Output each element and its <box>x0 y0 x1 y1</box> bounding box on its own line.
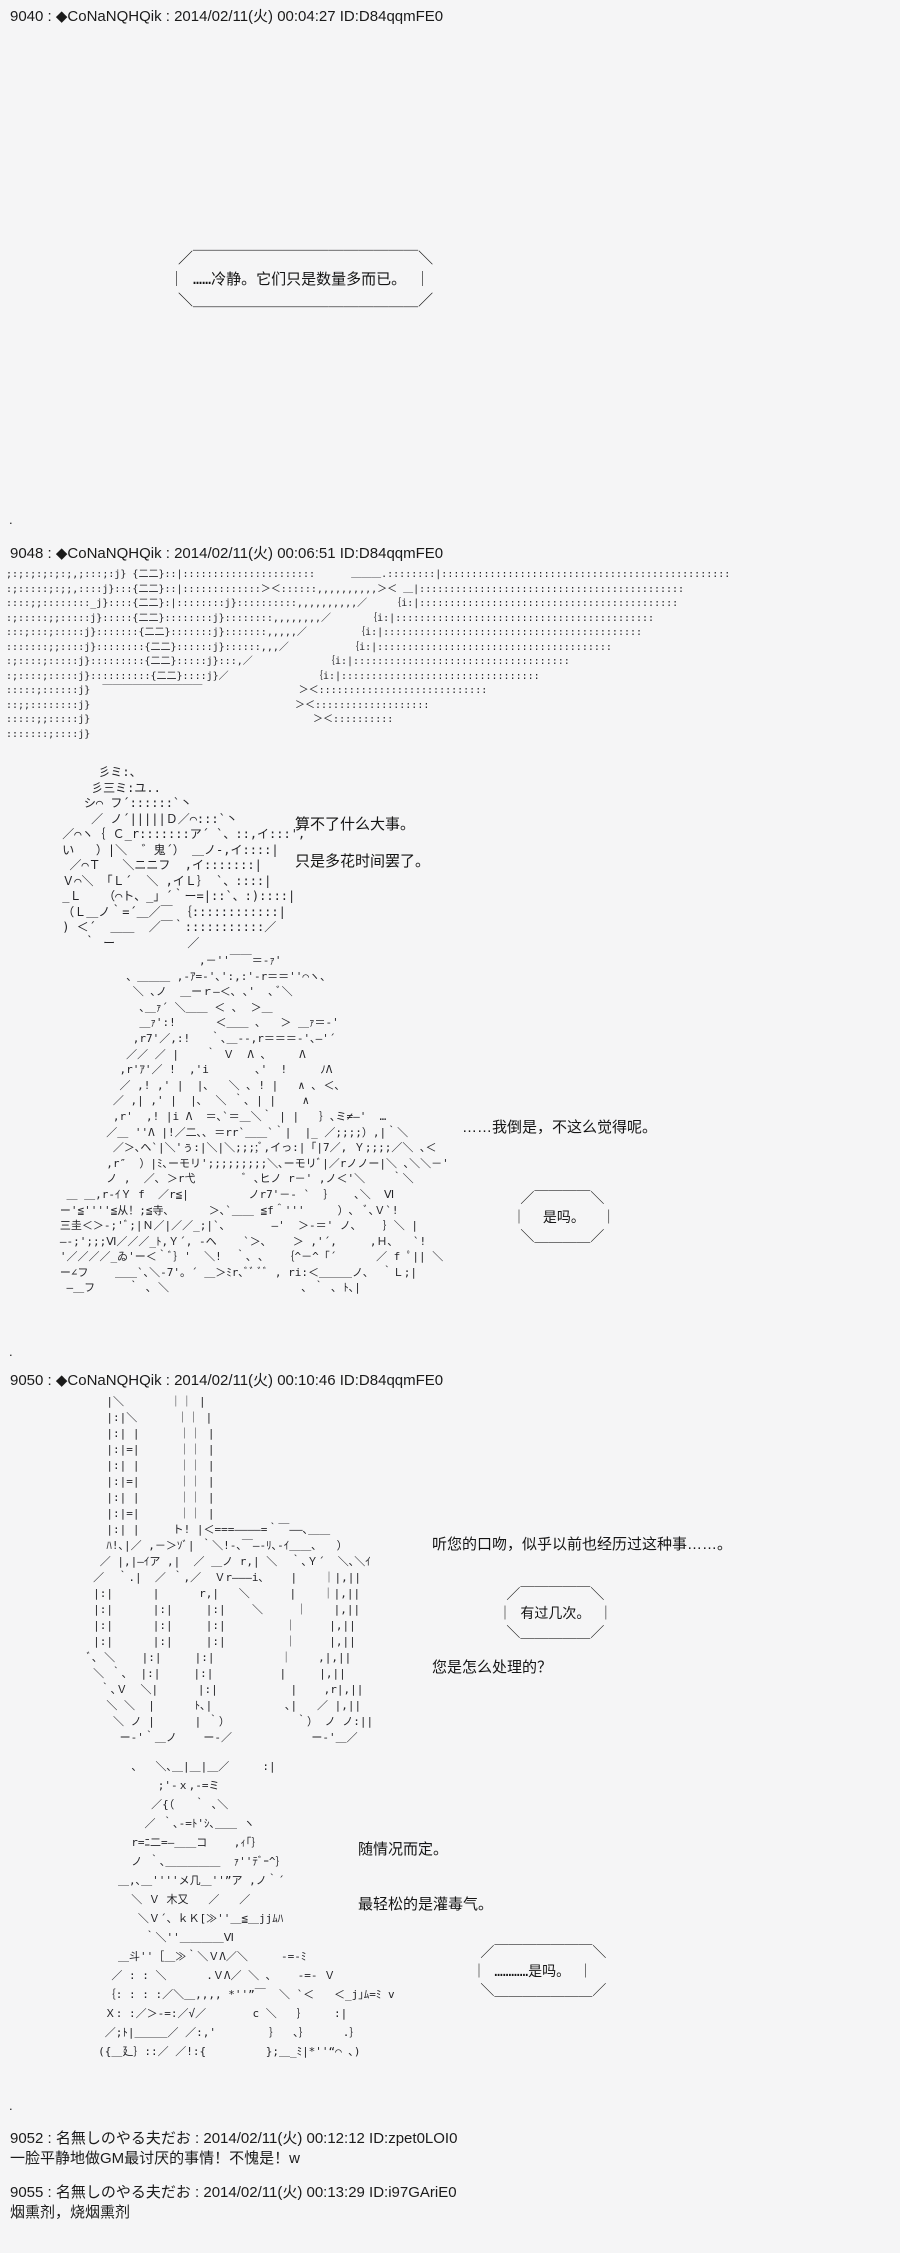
post-9050-speech-bubble-hmm: ／￣￣￣￣￣￣￣＼ ｜ …………是吗。 ｜ ＼＿＿＿＿＿＿＿／ <box>472 1945 607 1999</box>
post-9050-aa-sitting: 、 ＼､＿|＿|＿／ :| ;'-ｘ,-=ミ ／{（ ｀ ､＼ ／ ｀､-=ﾄ'… <box>98 1760 395 2058</box>
dialogue-line: 最轻松的是灌毒气。 <box>358 1896 494 1913</box>
post-9048-aa-oni-character: 彡ミ:、 彡三ミ:ユ.. シ⌒ フ´::::::`丶 ／ ノ´|||||Ｄ／⌒:… <box>62 765 306 950</box>
post-9052-header: 9052 : 名無しのやる夫だお : 2014/02/11(火) 00:12:1… <box>10 2130 458 2147</box>
dialogue-line: 听您的口吻，似乎以前也经历过这种事……。 <box>432 1536 733 1553</box>
post-9048-aa-scene: ,－''￣￣＝-ｧ' 、＿＿＿ ,-ｱ=-'､':,:'-r＝＝''⌒ヽ、 ＼ … <box>59 954 449 1295</box>
dialogue-line: 随情况而定。 <box>358 1841 449 1858</box>
dialogue-line: 您是怎么处理的？ <box>432 1659 553 1676</box>
post-9048-header: 9048 : ◆CoNaNQHQik : 2014/02/11(火) 00:06… <box>10 545 444 562</box>
post-9050-header: 9050 : ◆CoNaNQHQik : 2014/02/11(火) 00:10… <box>10 1372 444 1389</box>
post-9052-body: 一脸平静地做GM最讨厌的事情！不愧是！w <box>10 2150 300 2167</box>
dialogue-line: ……我倒是，不这么觉得呢。 <box>462 1119 658 1136</box>
post-9050-speech-bubble-few: ／￣￣￣￣￣＼ ｜ 有过几次。 ｜ ＼＿＿＿＿＿／ <box>498 1587 613 1641</box>
post-9040-speech-bubble: ／￣￣￣￣￣￣￣￣￣￣￣￣￣￣￣＼ ｜ ……冷静。它们只是数量多而已。 ｜ ＼＿… <box>169 249 434 309</box>
dialogue-line: 算不了什么大事。 <box>295 816 416 833</box>
dialogue-line: 只是多花时间罢了。 <box>295 853 431 870</box>
separator-dot: . <box>9 512 13 527</box>
post-9050-aa-figure: |＼ ｜｜ | |:|＼ ｜｜ | |:| | ｜｜ | |:|=| ｜｜ | … <box>86 1395 374 1744</box>
post-9048-speech-bubble: ／￣￣￣￣＼ ｜ 是吗。 ｜ ＼＿＿＿＿／ <box>512 1191 616 1245</box>
separator-dot: . <box>9 1344 13 1359</box>
post-9055-body: 烟熏剂，烧烟熏剂 <box>10 2204 131 2221</box>
post-9040-header: 9040 : ◆CoNaNQHQik : 2014/02/11(火) 00:04… <box>10 8 444 25</box>
post-9055-header: 9055 : 名無しのやる夫だお : 2014/02/11(火) 00:13:2… <box>10 2184 457 2201</box>
separator-dot: . <box>9 2098 13 2113</box>
post-9048-aa-background: ;:;:;:;:;:;,;:::;:j} {二二}::|::::::::::::… <box>6 569 731 740</box>
